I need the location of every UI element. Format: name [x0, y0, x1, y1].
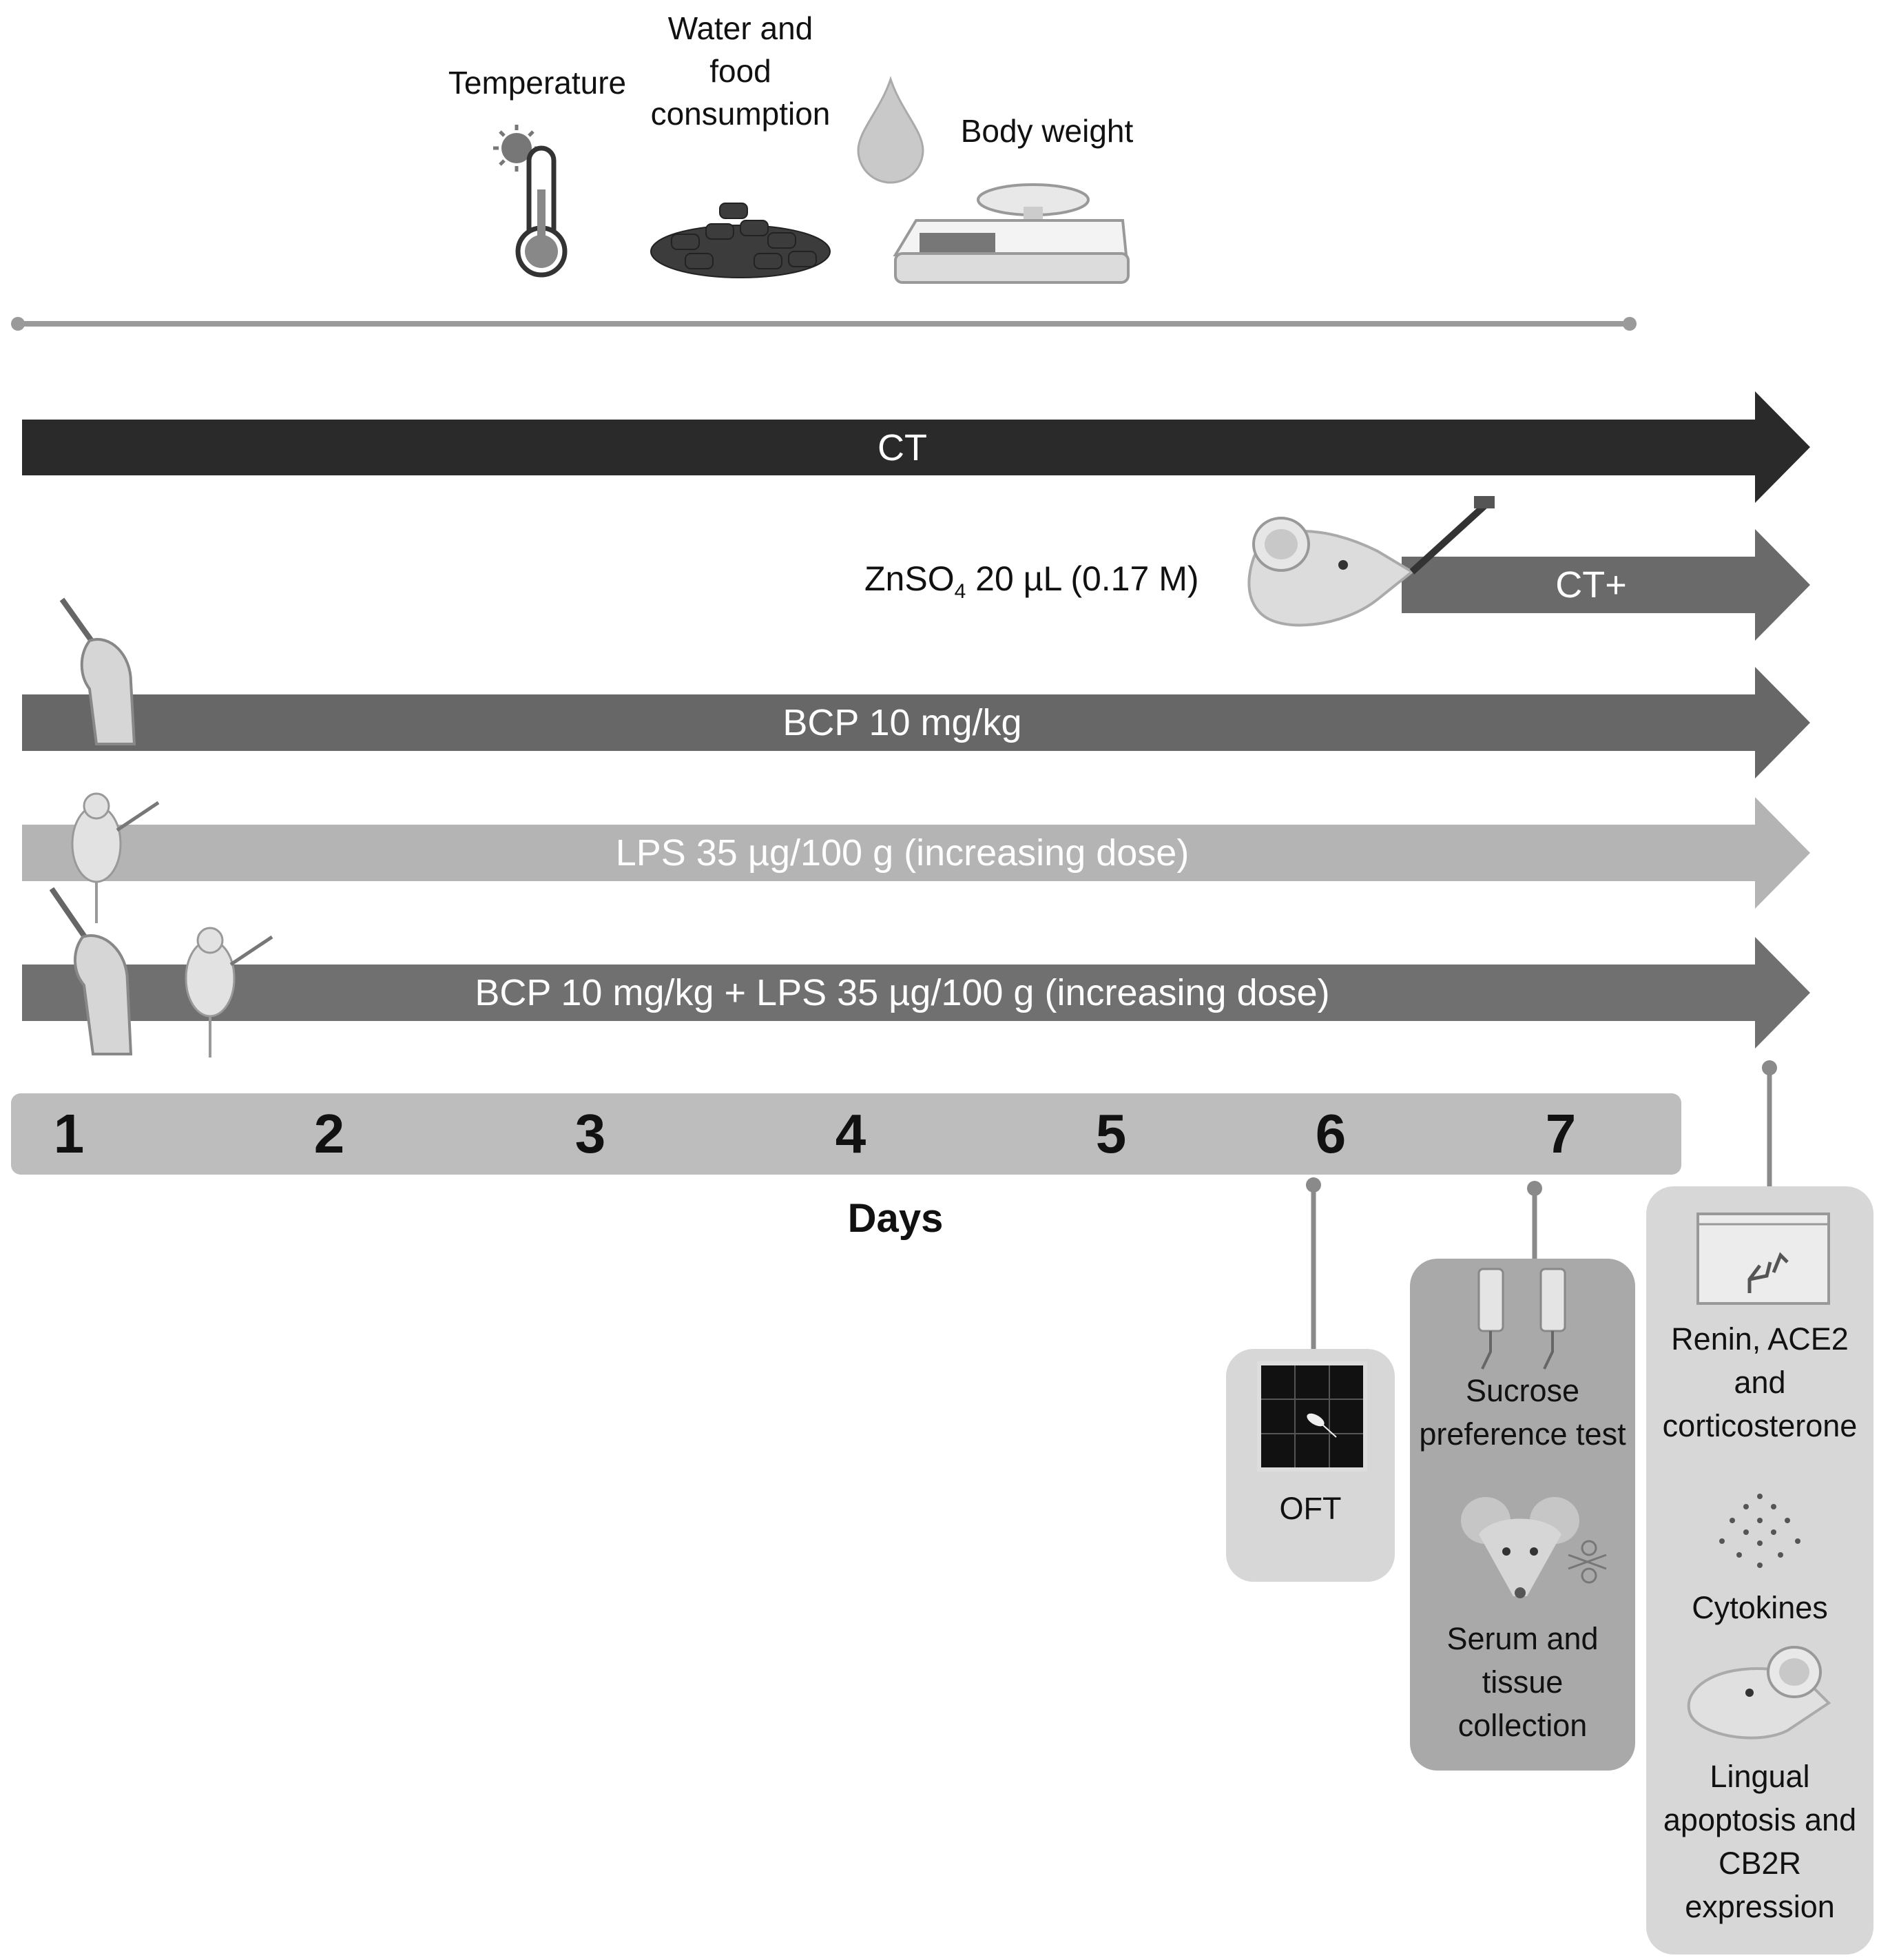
elisa-plate-icon	[1696, 1213, 1830, 1305]
days-bar	[11, 1093, 1681, 1175]
injection-hand-icon	[59, 597, 136, 745]
injected-rat-icon-2	[185, 927, 273, 1058]
group-label-ct: CT	[878, 427, 927, 468]
panel-connectors	[1306, 1060, 1777, 1350]
arrow-bcp	[22, 667, 1810, 778]
znso4-subscript: 4	[954, 580, 966, 603]
injected-rat-icon	[71, 792, 160, 923]
rat-head-icon	[1687, 1646, 1831, 1740]
oft-panel: OFT	[1226, 1349, 1395, 1582]
scale-icon	[893, 183, 1130, 284]
thermometer-icon	[493, 125, 568, 278]
group-label-lps: LPS 35 µg/100 g (increasing dose)	[615, 832, 1190, 874]
day-4: 4	[835, 1103, 866, 1164]
water-food-label: Water and food consumption	[650, 10, 831, 132]
temperature-label: Temperature	[448, 65, 627, 101]
open-field-arena-icon	[1257, 1361, 1367, 1472]
arrow-bcp-lps	[22, 937, 1810, 1049]
food-pellets-icon	[650, 203, 831, 278]
day-3: 3	[574, 1103, 606, 1164]
day7-panel: Sucrose preference test Serum and tissue…	[1410, 1259, 1635, 1771]
group-arrows	[22, 391, 1810, 1049]
oft-label: OFT	[1279, 1491, 1342, 1526]
znso4-prefix: ZnSO	[864, 559, 955, 598]
group-label-bcp: BCP 10 mg/kg	[782, 702, 1022, 743]
arrow-lps	[22, 797, 1810, 909]
arrow-ct	[22, 391, 1810, 503]
post-treatment-panel: Renin, ACE2 and corticosterone Cytokines…	[1646, 1186, 1873, 1954]
cytokines-dots-icon	[1719, 1494, 1800, 1568]
days-axis-label: Days	[847, 1196, 944, 1241]
cytokines-label: Cytokines	[1692, 1590, 1828, 1625]
body-weight-label: Body weight	[960, 113, 1134, 149]
znso4-label: ZnSO4 20 µL (0.17 M)	[864, 555, 1199, 616]
arrow-ct-plus	[1402, 529, 1810, 641]
day-1: 1	[53, 1103, 85, 1164]
znso4-suffix: 20 µL (0.17 M)	[966, 559, 1199, 598]
sucrose-label: Sucrose preference test	[1419, 1373, 1626, 1452]
group-label-ct-plus: CT+	[1555, 564, 1627, 606]
injection-hand-icon-2	[49, 887, 133, 1055]
rat-face-scissors-icon	[1461, 1497, 1607, 1598]
day-6: 6	[1315, 1103, 1347, 1164]
day-5: 5	[1095, 1103, 1127, 1164]
measurement-period-line	[11, 317, 1637, 331]
rat-head-pipette-icon	[1247, 496, 1495, 627]
water-drop-icon	[857, 76, 924, 184]
day-2: 2	[313, 1103, 345, 1164]
group-label-bcp-lps: BCP 10 mg/kg + LPS 35 µg/100 g (increasi…	[475, 972, 1330, 1013]
day-7: 7	[1545, 1103, 1577, 1164]
serum-tissue-label: Serum and tissue collection	[1446, 1621, 1599, 1743]
renin-ace2-label: Renin, ACE2 and corticosterone	[1662, 1321, 1858, 1443]
lingual-apoptosis-label: Lingual apoptosis and CB2R expression	[1663, 1759, 1857, 1924]
sucrose-bottles-icon	[1477, 1268, 1566, 1370]
